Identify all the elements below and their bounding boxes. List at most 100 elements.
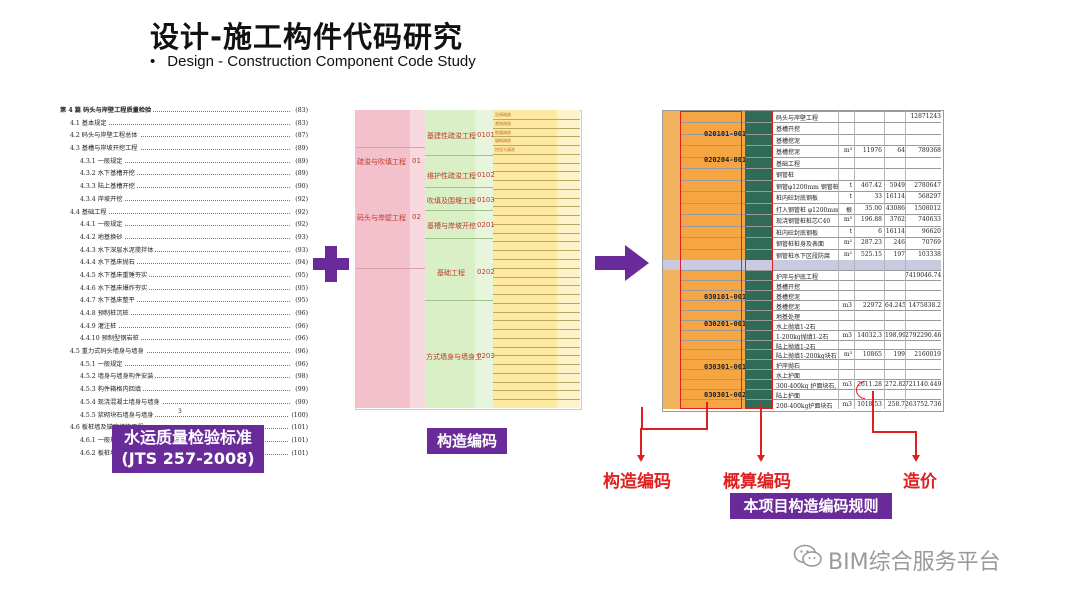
level3-row-divider [493,277,580,278]
construction-code: 030201-001 [704,320,747,328]
toc-leader [80,136,290,138]
table-cell-unit: m³ [843,147,852,154]
table-cell-unit: m² [843,239,852,246]
standard-badge: 水运质量检验标准 (JTS 257-2008) [112,425,264,473]
table-cell-unit: m³ [843,351,852,358]
toc-page: (96) [293,308,308,321]
level1-column [355,110,410,408]
table-cell-price: 5949 [889,182,905,189]
level2-label: 基建性疏浚工程 [427,132,476,140]
bullet: • [150,53,156,70]
table-cell-total: 12871243 [910,113,941,120]
project-rule-badge: 本项目构造编码规则 [730,493,892,519]
table-cell-price: 258.7 [887,401,905,408]
table-cell-total: 740633 [918,216,941,223]
table-cell-total: 2792290.46 [905,332,942,339]
construction-code-label: 构造编码 [603,472,671,492]
level3-item: 锚地疏浚 [495,138,511,144]
toc-row: 4.4.4 水下基床抛石(94) [60,257,308,270]
table-cell-desc: 钢管桩水下区段防腐 [776,253,831,260]
standard-name: 水运质量检验标准 [123,428,252,447]
toc-label: 4.5.5 浆砌块石墙身与墙身 [80,409,156,423]
plus-icon-vertical [325,246,337,282]
table-cell-total: 789368 [918,147,941,154]
level2-code: 0203 [477,352,495,360]
table-cell-price: 246 [893,239,905,246]
level3-row-divider [493,206,580,207]
table-cell-total: 1508012 [914,205,941,212]
table-cell-qty: 33 [874,193,882,200]
toc-row: 4.5.4 现浇混凝土墙身与墙身(99) [60,396,308,410]
table-cell-total: 7419046.74 [905,272,942,279]
toc-leader [90,161,290,163]
table-cell-qty: 2611.28 [857,381,882,388]
table-cell-total: 2780647 [914,182,941,189]
table-cell-unit: m3 [842,302,852,309]
toc-page: (95) [293,269,308,283]
cost-label: 造价 [903,472,937,492]
toc-label: 4.3 基槽与岸坡开挖工程 [70,143,140,156]
code-badge: 构造编码 [427,428,507,454]
level3-row-divider [493,180,580,181]
table-cell-unit: m³ [843,216,852,223]
table-row-divider [681,379,941,380]
level1-label: 疏浚与吹填工程 [357,158,406,166]
level2-column [425,110,475,408]
table-cell-desc: 水上抛填1-2石 [776,324,816,331]
table-row-divider [681,270,941,271]
table-cell-desc: 水上护面 [776,373,801,380]
table-cell-desc: 地基处理 [776,314,801,321]
toc-leader [80,149,290,151]
level3-row-divider [493,128,580,129]
callout-line [706,402,708,430]
level3-row-divider [493,136,580,137]
toc-page: (96) [293,320,308,334]
toc-row: 4.3 基槽与岸坡开挖工程(89) [60,143,308,156]
toc-row: 4.4.7 水下基床整平(95) [60,295,308,309]
table-row-divider [681,157,941,158]
table-cell-desc: 现浇钢管桩桩芯C40 [776,218,831,225]
table-cell-qty: 14032.3 [857,332,882,339]
table-cell-unit: t [849,182,852,189]
level2-code-column [475,110,493,408]
toc-row: 4.2 码头与岸壁工程总体(87) [60,130,308,144]
table-cell-desc: 基槽挖泥 [776,304,801,311]
level2-code: 0102 [477,171,495,179]
construction-code: 030101-001 [704,293,747,301]
table-cell-desc: 钢管桩桩身及表面 [776,241,825,248]
toc-label: 4.4.9 灌注桩 [80,320,119,334]
toc-page: (96) [293,358,308,372]
toc-row: 4.5.1 一般规定(96) [60,358,308,372]
callout-line [872,431,917,433]
toc-page: (92) [293,219,308,232]
toc-row: 4.5.3 构件箱格内回填(99) [60,384,308,397]
table-cell-total: 103338 [918,251,941,258]
table-row-divider [681,359,941,360]
toc-label: 4.5.3 构件箱格内回填 [80,384,144,397]
level3-row-divider [493,329,580,330]
toc-page: (92) [293,193,308,207]
level3-row-divider [493,259,580,260]
toc-row: 4.4.3 水下深层水泥搅拌体(93) [60,244,308,258]
toc-page: (83) [293,117,308,131]
wechat-icon [793,544,822,567]
table-row-divider [681,237,941,238]
table-cell-qty: 467.42 [861,182,882,189]
toc-row: 4.3.3 陆上基槽开挖(90) [60,181,308,194]
table-cell-price: 198.99 [885,332,906,339]
toc-label: 4.4.4 水下基床抛石 [80,257,137,270]
level3-row-divider [493,347,580,348]
level3-row-divider [493,119,580,120]
toc-row: 4.4.9 灌注桩 (96) [60,320,308,334]
level1-code-column [410,110,425,408]
level3-row-divider [493,268,580,269]
toc-leader [90,377,290,379]
toc-label: 4.4.1 一般规定 [80,219,125,232]
toc-leader [70,111,290,112]
standard-number: (JTS 257-2008) [121,449,255,468]
table-cell-desc: 基槽挖泥 [776,138,801,145]
toc-leader [90,174,290,176]
level3-row-divider [493,198,580,199]
table-cell-unit: 根 [845,207,852,214]
table-cell-qty: 1018.53 [857,401,882,408]
